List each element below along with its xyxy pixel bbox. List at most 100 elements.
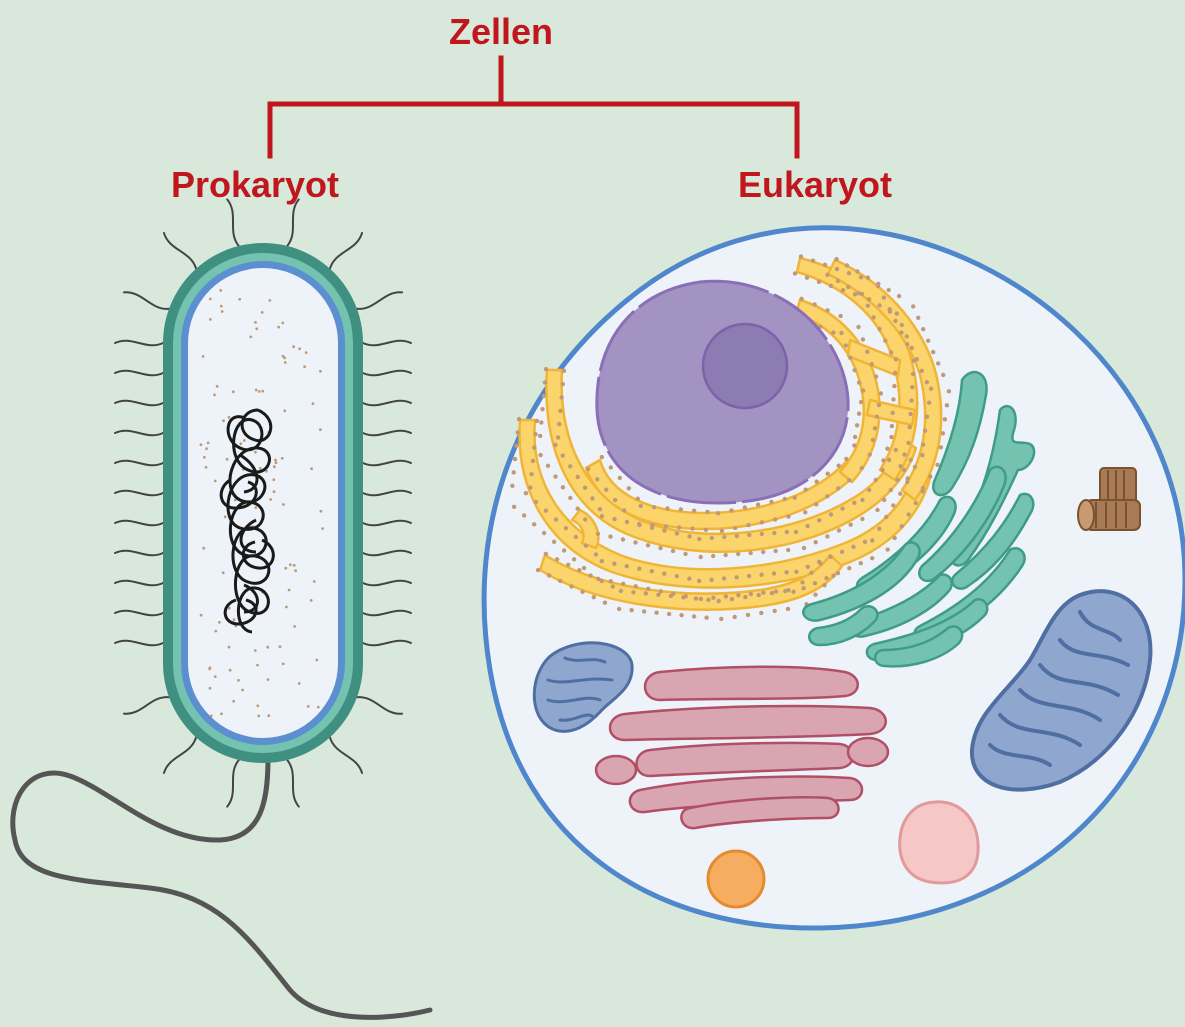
er-ribosome-dot [584, 544, 588, 548]
er-ribosome-dot [704, 616, 708, 620]
er-ribosome-dot [512, 470, 516, 474]
er-ribosome-dot [888, 309, 892, 313]
er-ribosome-dot [836, 279, 840, 283]
er-ribosome-dot [562, 548, 566, 552]
pilus [287, 760, 299, 807]
er-ribosome-dot [941, 431, 945, 435]
er-ribosome-dot [687, 577, 691, 581]
er-ribosome-dot [529, 472, 533, 476]
er-ribosome-dot [911, 372, 915, 376]
er-ribosome-dot [880, 468, 884, 472]
er-ribosome-dot [923, 429, 927, 433]
er-ribosome-dot [829, 512, 833, 516]
pilus [363, 461, 411, 466]
er-ribosome-dot [866, 304, 870, 308]
er-ribosome-dot [568, 496, 572, 500]
er-ribosome-dot [555, 557, 559, 561]
er-ribosome-dot [840, 550, 844, 554]
er-ribosome-dot [687, 534, 691, 538]
er-ribosome-dot [813, 581, 817, 585]
pilus [363, 641, 411, 646]
ribosome-dot [205, 447, 208, 450]
ribosome-dot [293, 564, 296, 567]
er-ribosome-dot [943, 417, 947, 421]
er-ribosome-dot [839, 331, 843, 335]
er-ribosome-dot [805, 524, 809, 528]
er-ribosome-dot [600, 455, 604, 459]
er-ribosome-dot [694, 596, 698, 600]
er-ribosome-dot [609, 465, 613, 469]
er-ribosome-dot [799, 254, 803, 258]
er-ribosome-dot [848, 356, 852, 360]
er-ribosome-dot [921, 327, 925, 331]
er-ribosome-dot [699, 597, 703, 601]
ribosome-dot [284, 361, 287, 364]
er-ribosome-dot [596, 532, 600, 536]
er-ribosome-dot [844, 457, 848, 461]
er-ribosome-dot [761, 550, 765, 554]
er-ribosome-dot [772, 571, 776, 575]
er-ribosome-dot [540, 407, 544, 411]
er-ribosome-dot [746, 523, 750, 527]
er-ribosome-dot [598, 507, 602, 511]
er-ribosome-dot [773, 517, 777, 521]
pilus [115, 491, 163, 496]
ribosome-dot [256, 704, 259, 707]
ribosome-dot [319, 370, 322, 373]
ribosome-dot [254, 506, 257, 509]
er-ribosome-dot [583, 517, 587, 521]
er-ribosome-dot [799, 297, 803, 301]
er-ribosome-dot [783, 497, 787, 501]
pilus [363, 581, 411, 586]
er-ribosome-dot [681, 595, 685, 599]
ribosome-dot [216, 385, 219, 388]
er-ribosome-dot [510, 484, 514, 488]
er-ribosome-dot [898, 492, 902, 496]
er-ribosome-dot [861, 388, 865, 392]
er-ribosome-dot [710, 536, 714, 540]
er-ribosome-dot [881, 458, 885, 462]
er-ribosome-dot [536, 568, 540, 572]
er-ribosome-dot [724, 553, 728, 557]
er-ribosome-dot [552, 540, 556, 544]
er-ribosome-dot [915, 357, 919, 361]
er-ribosome-dot [805, 276, 809, 280]
er-ribosome-dot [802, 546, 806, 550]
er-ribosome-dot [656, 593, 660, 597]
ribosome-dot [267, 714, 270, 717]
er-ribosome-dot [921, 486, 925, 490]
er-ribosome-dot [773, 609, 777, 613]
er-ribosome-dot [886, 547, 890, 551]
er-ribosome-dot [871, 438, 875, 442]
ribosome-dot [209, 298, 212, 301]
er-ribosome-dot [747, 574, 751, 578]
er-ribosome-dot [604, 488, 608, 492]
er-ribosome-dot [730, 597, 734, 601]
er-ribosome-dot [786, 607, 790, 611]
er-ribosome-dot [736, 552, 740, 556]
er-ribosome-dot [586, 467, 590, 471]
er-ribosome-dot [722, 535, 726, 539]
er-ribosome-dot [522, 513, 526, 517]
er-ribosome-dot [716, 511, 720, 515]
er-ribosome-dot [592, 595, 596, 599]
er-ribosome-dot [794, 570, 798, 574]
er-ribosome-dot [538, 434, 542, 438]
er-ribosome-dot [621, 537, 625, 541]
ribosome-dot [282, 663, 285, 666]
ribosome-dot [249, 336, 252, 339]
ribosome-dot [243, 439, 246, 442]
er-ribosome-dot [914, 501, 918, 505]
pilus [164, 737, 196, 773]
er-ribosome-dot [785, 530, 789, 534]
er-ribosome-dot [814, 502, 818, 506]
er-ribosome-dot [743, 595, 747, 599]
er-ribosome-dot [873, 426, 877, 430]
er-ribosome-dot [794, 530, 798, 534]
er-ribosome-dot [860, 498, 864, 502]
er-ribosome-dot [899, 330, 903, 334]
er-ribosome-dot [631, 590, 635, 594]
er-ribosome-dot [875, 415, 879, 419]
er-ribosome-dot [910, 385, 914, 389]
er-ribosome-dot [857, 412, 861, 416]
